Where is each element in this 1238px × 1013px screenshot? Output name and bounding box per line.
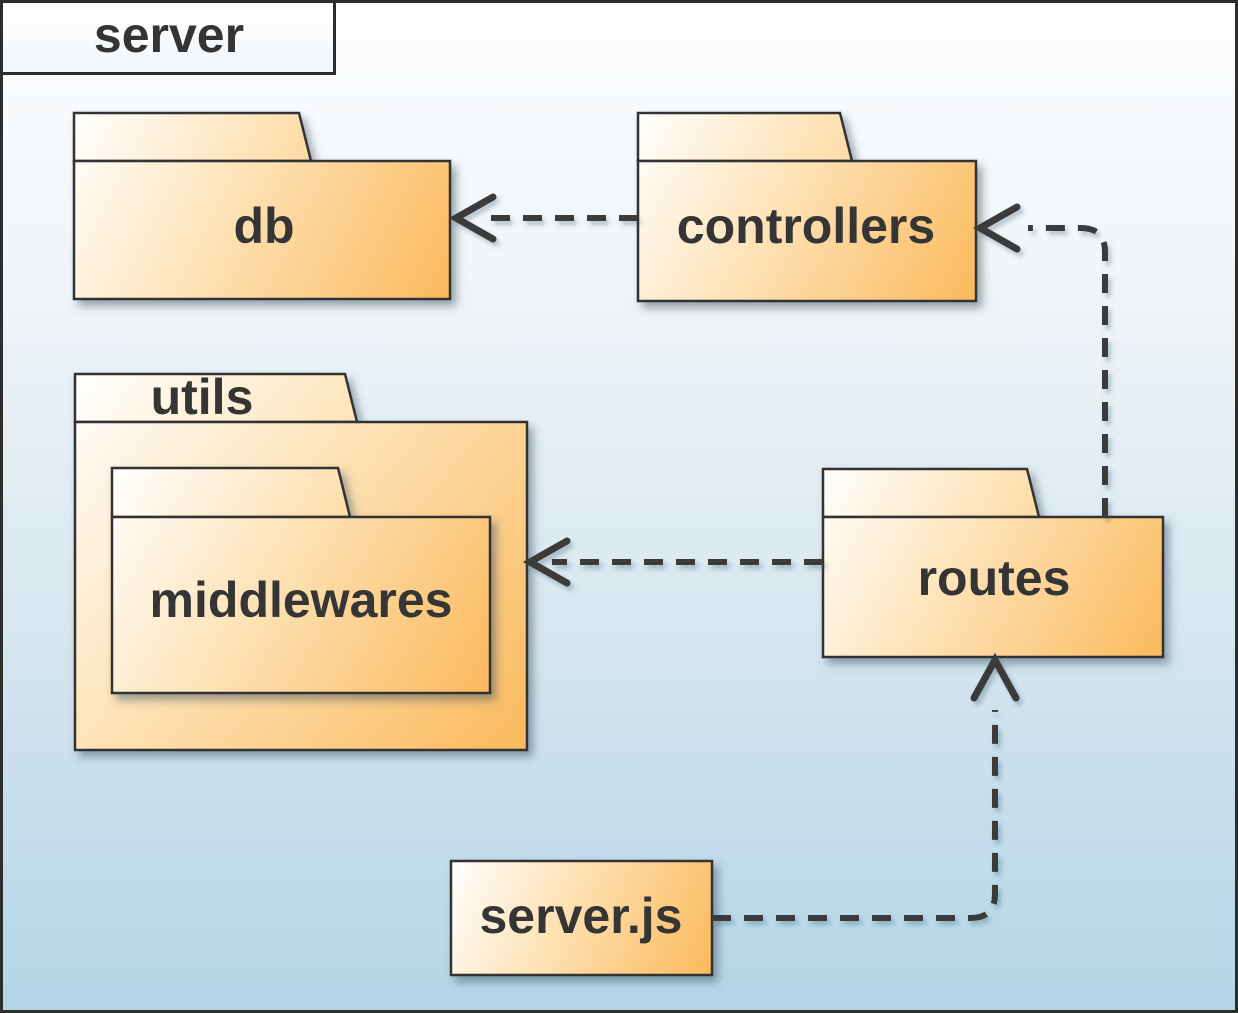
file-server-js-label: server.js	[480, 888, 683, 944]
folder-db-label: db	[233, 198, 294, 254]
folder-db: db	[72, 111, 452, 301]
folder-middlewares-label: middlewares	[150, 572, 453, 628]
folder-middlewares-tab	[110, 466, 352, 519]
edges-layer	[448, 193, 1108, 921]
folder-controllers-body	[636, 159, 978, 303]
edge-server-js-to-routes-arrowhead-icon	[970, 652, 1020, 702]
edge-routes-to-middlewares-arrowhead-icon	[522, 537, 571, 587]
folder-routes-tab	[821, 467, 1041, 519]
package-name-tab: server	[0, 0, 336, 75]
edge-routes-to-controllers-arrowhead-icon	[972, 203, 1021, 253]
folder-middlewares: middlewares	[110, 466, 492, 695]
folder-utils-label: utils	[151, 369, 254, 425]
folder-controllers-tab	[636, 111, 854, 163]
folder-controllers: controllers	[636, 111, 978, 303]
folder-controllers-label: controllers	[677, 198, 935, 254]
folder-routes-label: routes	[918, 550, 1071, 606]
folder-middlewares-body	[110, 515, 492, 695]
file-server-js-body	[449, 859, 714, 977]
package-name-label: server	[94, 7, 244, 63]
file-server-js: server.js	[449, 859, 714, 977]
folder-db-tab	[72, 111, 313, 163]
edge-controllers-to-db-arrowhead-icon	[448, 193, 497, 243]
folder-routes: routes	[821, 467, 1165, 659]
edge-routes-to-controllers-line	[1028, 225, 1108, 517]
package-name-tab-shape	[0, 0, 336, 75]
folder-routes-body	[821, 515, 1165, 659]
edge-server-js-to-routes-line	[712, 710, 998, 921]
folder-db-body	[72, 159, 452, 301]
